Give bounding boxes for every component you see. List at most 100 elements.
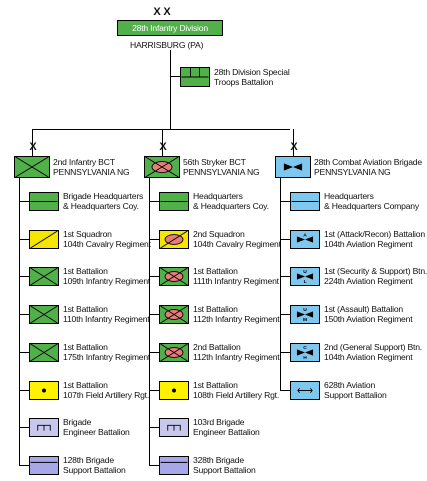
artillery-icon bbox=[172, 388, 176, 392]
unit-label-line-1: 1st Battalion bbox=[63, 266, 108, 277]
unit-label-line-2: 111th Infantry Regiment bbox=[193, 276, 279, 287]
division-symbol: 28th Infantry Division bbox=[117, 20, 223, 36]
hq-icon bbox=[160, 201, 188, 202]
unit-connector-line bbox=[149, 389, 159, 391]
unit-label-line-1: Headquarters bbox=[324, 191, 374, 201]
stb-symbol bbox=[180, 67, 210, 87]
unit-label-line-1: 103rd Brigade bbox=[193, 417, 245, 428]
unit-label-line-1: 1st Battalion bbox=[193, 379, 238, 390]
unit-label-line-2: Support Battalion bbox=[63, 464, 126, 475]
unit-symbol bbox=[29, 418, 59, 438]
brigade-title-line-1: 28th Combat Aviation Brigade bbox=[314, 157, 422, 167]
support-icon bbox=[30, 461, 58, 463]
division-trunk-line bbox=[170, 50, 171, 129]
brigade-echelon-mark: X bbox=[159, 141, 167, 153]
stb-label-line-1: 28th Division Special bbox=[214, 67, 290, 77]
unit-label-line-2: 112th Infantry Regiment bbox=[193, 314, 280, 325]
unit-symbol bbox=[29, 380, 59, 400]
aviation-hq-icon bbox=[291, 201, 319, 202]
unit-connector-line bbox=[149, 201, 159, 202]
unit-connector-line bbox=[19, 238, 29, 240]
unit-label-line-2: 110th Infantry Regiment bbox=[63, 314, 150, 325]
brigade-branch-icon bbox=[283, 163, 303, 171]
unit-label-line-2: 104th Aviation Regiment bbox=[324, 351, 413, 362]
engineer-icon bbox=[167, 425, 181, 431]
unit-label-line-1: 2nd (General Support) Btn. bbox=[324, 341, 422, 352]
unit-symbol bbox=[159, 192, 189, 211]
stryker-icon bbox=[160, 305, 188, 324]
artillery-icon bbox=[42, 388, 46, 392]
unit-label-line-2: 112th Infantry Regiment bbox=[193, 351, 280, 362]
aviation-support-icon bbox=[297, 387, 313, 393]
brigade-title-line-1: 2nd Infantry BCT bbox=[53, 157, 115, 167]
brigade-drop-line bbox=[162, 129, 163, 156]
unit-symbol bbox=[159, 267, 189, 287]
unit-symbol bbox=[159, 305, 189, 325]
stryker-cavalry-icon bbox=[160, 230, 188, 249]
unit-label-line-2: 108th Field Artillery Rgt. bbox=[193, 389, 280, 400]
aviation-mission-letter: U bbox=[303, 269, 307, 275]
aviation-mission-letter: U bbox=[303, 307, 307, 313]
brigade-title-line-1: 56th Stryker BCT bbox=[183, 157, 246, 167]
unit-label-line-2: 175th Infantry Regiment bbox=[63, 351, 151, 362]
unit-label-line-1: 1st Battalion bbox=[63, 304, 108, 315]
unit-label-line-2: 150th Aviation Regiment bbox=[324, 314, 413, 325]
unit-symbol bbox=[29, 192, 59, 211]
unit-connector-line bbox=[149, 464, 159, 466]
unit-label-line-1: 1st (Attack/Recon) Battalion bbox=[324, 228, 425, 239]
division-name: 28th Infantry Division bbox=[132, 23, 208, 33]
brigade-bar-line bbox=[32, 129, 290, 130]
unit-symbol bbox=[159, 229, 189, 249]
brigade-spine-line bbox=[19, 178, 20, 466]
division-location: HARRISBURG (PA) bbox=[130, 40, 204, 50]
unit-symbol bbox=[29, 455, 59, 475]
unit-connector-line bbox=[19, 276, 29, 278]
unit-label-line-2: Support Battalion bbox=[193, 464, 256, 475]
unit-label-line-1: 2nd Squadron bbox=[193, 228, 245, 239]
unit-symbol: A bbox=[290, 229, 320, 249]
aviation-icon: UM bbox=[296, 307, 314, 323]
unit-label-line-2: & Headquarters Coy. bbox=[193, 201, 269, 211]
aviation-mission-letter: C bbox=[303, 345, 307, 351]
unit-symbol bbox=[159, 380, 189, 400]
hq-icon bbox=[30, 201, 58, 202]
unit-connector-line bbox=[19, 201, 29, 202]
unit-label: 2nd (General Support) Btn.104th Aviation… bbox=[324, 342, 422, 362]
aviation-icon: UL bbox=[296, 269, 314, 285]
cavalry-icon bbox=[30, 230, 58, 249]
unit-symbol bbox=[290, 192, 320, 211]
unit-label-line-1: 628th Aviation bbox=[324, 379, 376, 390]
unit-symbol bbox=[29, 229, 59, 249]
brigade-spine-line bbox=[149, 178, 150, 466]
aviation-icon: CH bbox=[296, 345, 314, 361]
brigade-drop-line bbox=[293, 129, 294, 156]
unit-connector-line bbox=[280, 201, 290, 202]
brigade-branch-icon bbox=[15, 156, 49, 178]
hq-band-icon bbox=[181, 68, 209, 78]
unit-connector-line bbox=[149, 351, 159, 353]
unit-symbol bbox=[290, 380, 320, 400]
unit-label-line-2: & Headquarters Coy. bbox=[63, 201, 139, 211]
brigade-title-line-2: PENNSYLVANIA NG bbox=[314, 167, 391, 177]
unit-connector-line bbox=[280, 276, 290, 278]
unit-connector-line bbox=[280, 314, 290, 316]
unit-label-line-1: 1st Battalion bbox=[63, 341, 108, 352]
aviation-mission-letter: M bbox=[303, 317, 307, 323]
stb-label-line-2: Troops Battalion bbox=[214, 77, 274, 87]
brigade-symbol bbox=[144, 156, 180, 178]
